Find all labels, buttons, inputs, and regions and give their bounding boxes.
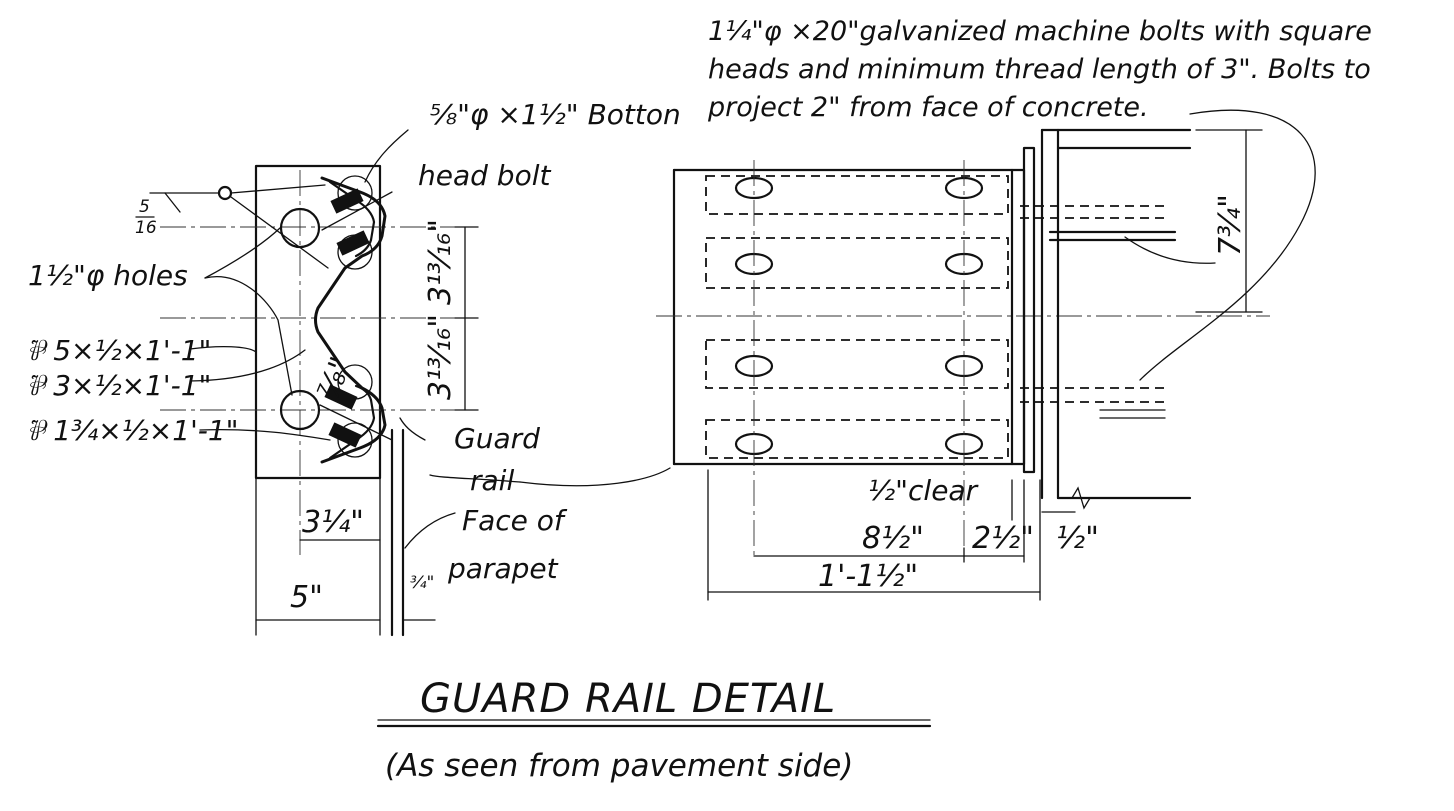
hole-bottom [279,389,321,431]
dim-3-4: ¾" [410,573,434,593]
weld-symbol-circle [217,185,233,201]
holes-label: 1½"φ holes [28,259,188,292]
plate-5-label: ⅌ 5×½×1'-1" [26,334,211,367]
guard-label: Guard [454,422,540,455]
plate-3-label: ⅌ 3×½×1'-1" [26,369,211,402]
dim-1-2: ½" [1056,521,1099,556]
dim-7-3-4: 7¾" [1213,194,1248,256]
dim-2-1-2: 2½" [972,521,1034,556]
post-plate [254,164,382,480]
dim-3-1-4: 3¼" [302,505,364,540]
side-view: 7¾" 8½" 2½" ½" 1'-1½" ½"clear [519,109,1316,601]
guard-rail-section [314,176,387,464]
end-view: 5 16 3¹³⁄₁₆" 3¹³⁄₁₆" ⅞" 3¼" 5" ¾" [135,129,521,637]
dim-3-13-16-bottom: 3¹³⁄₁₆" [423,314,458,400]
drawing-title: GUARD RAIL DETAIL [420,676,836,722]
dim-8-1-2: 8½" [862,521,924,556]
dim-1-1-1-2: 1'-1½" [818,559,918,594]
button-bolt-note-2: head bolt [418,159,551,192]
face-of-label: Face of [462,504,568,537]
rail-label: rail [470,464,514,497]
bolt-heads [319,188,393,448]
weld-size-num: 5 [139,197,150,217]
drawing-subtitle: (As seen from pavement side) [385,748,853,784]
machine-bolt-note-3: project 2" from face of concrete. [707,92,1149,123]
plate-1-3-4-label: ⅌ 1¾×½×1'-1" [26,414,239,447]
dim-5: 5" [290,580,323,615]
dim-3-13-16-top: 3¹³⁄₁₆" [423,219,458,305]
weld-size-den: 16 [135,218,157,238]
parapet-label: parapet [447,552,559,585]
clear-label: ½"clear [868,474,979,507]
machine-bolt-note-1: 1¼"φ ×20"galvanized machine bolts with s… [708,16,1372,47]
machine-bolt-note-2: heads and minimum thread length of 3". B… [708,54,1371,85]
button-bolt-note-1: ⅝"φ ×1½" Botton [430,98,681,131]
